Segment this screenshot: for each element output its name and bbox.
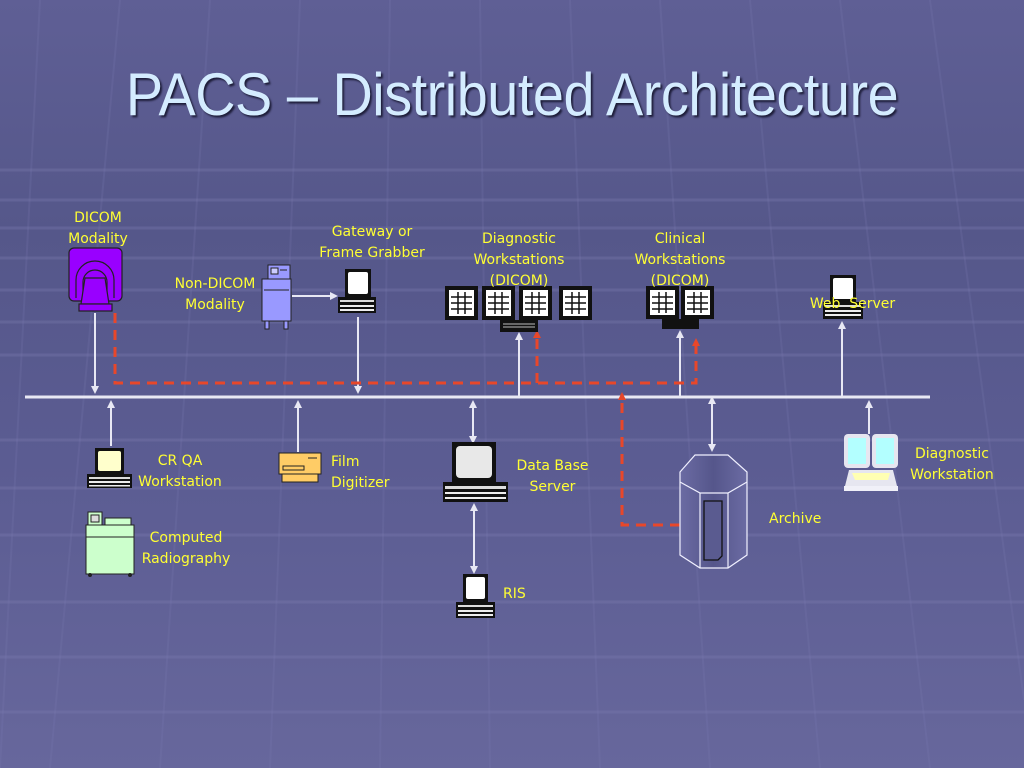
label-archive: Archive xyxy=(769,509,821,530)
label-gateway: Gateway or Frame Grabber xyxy=(312,222,432,264)
label-line: Non-DICOM xyxy=(174,276,256,292)
dashed-path-modality-to-workstations xyxy=(113,313,700,385)
label-line: Data Base xyxy=(516,458,589,474)
computed-radiography-icon[interactable] xyxy=(85,511,135,577)
label-line: Workstations xyxy=(634,252,726,268)
label-line: Workstations xyxy=(473,252,565,268)
dashed-path-archive xyxy=(618,392,680,527)
label-cr-qa-workstation: CR QA Workstation xyxy=(130,451,230,493)
label-line: RIS xyxy=(503,586,526,602)
label-line: Workstation xyxy=(138,474,222,490)
label-clinical-workstations: Clinical Workstations (DICOM) xyxy=(625,229,735,292)
label-line: Frame Grabber xyxy=(319,245,425,261)
cr-qa-workstation-icon[interactable] xyxy=(87,448,132,488)
label-line: Clinical xyxy=(654,231,706,247)
label-line: Digitizer xyxy=(331,475,390,491)
label-line: Web Server xyxy=(809,296,896,312)
non-dicom-modality-icon[interactable] xyxy=(261,264,292,330)
label-line: Modality xyxy=(68,231,128,247)
diagnostic-workstation-icon[interactable] xyxy=(844,434,898,491)
label-non-dicom-modality: Non-DICOM Modality xyxy=(165,274,265,316)
slide-title: PACS – Distributed Architecture xyxy=(125,61,899,128)
label-film-digitizer: Film Digitizer xyxy=(331,452,390,494)
label-computed-radiography: Computed Radiography xyxy=(136,528,236,570)
label-ris: RIS xyxy=(503,584,526,605)
label-line: Workstation xyxy=(910,467,994,483)
label-line: Server xyxy=(529,479,576,495)
label-line: Archive xyxy=(769,511,822,527)
label-line: Diagnostic xyxy=(915,446,989,462)
label-line: Radiography xyxy=(141,551,231,567)
web-server-icon[interactable] xyxy=(823,275,863,319)
label-dicom-modality: DICOM Modality xyxy=(58,208,138,250)
label-line: DICOM xyxy=(74,210,122,226)
label-line: Modality xyxy=(185,297,245,313)
label-line: (DICOM) xyxy=(489,273,549,289)
diagnostic-workstations-icon[interactable] xyxy=(445,286,592,332)
label-line: (DICOM) xyxy=(650,273,710,289)
film-digitizer-icon[interactable] xyxy=(278,452,322,483)
label-line: Diagnostic xyxy=(482,231,556,247)
label-diagnostic-workstations: Diagnostic Workstations (DICOM) xyxy=(464,229,574,292)
label-line: Film xyxy=(331,454,360,470)
gateway-computer-icon[interactable] xyxy=(338,269,376,313)
dicom-modality-icon[interactable] xyxy=(68,247,123,312)
label-line: Computed xyxy=(149,530,223,546)
label-database-server: Data Base Server xyxy=(510,456,595,498)
label-diagnostic-workstation: Diagnostic Workstation xyxy=(902,444,1002,486)
database-server-icon[interactable] xyxy=(443,442,508,502)
archive-icon[interactable] xyxy=(679,454,748,569)
clinical-workstations-icon[interactable] xyxy=(646,286,714,329)
label-web-server: Web Server xyxy=(800,252,905,336)
ris-computer-icon[interactable] xyxy=(456,574,495,618)
label-line: CR QA xyxy=(157,453,203,469)
label-line: Gateway or xyxy=(331,224,413,240)
